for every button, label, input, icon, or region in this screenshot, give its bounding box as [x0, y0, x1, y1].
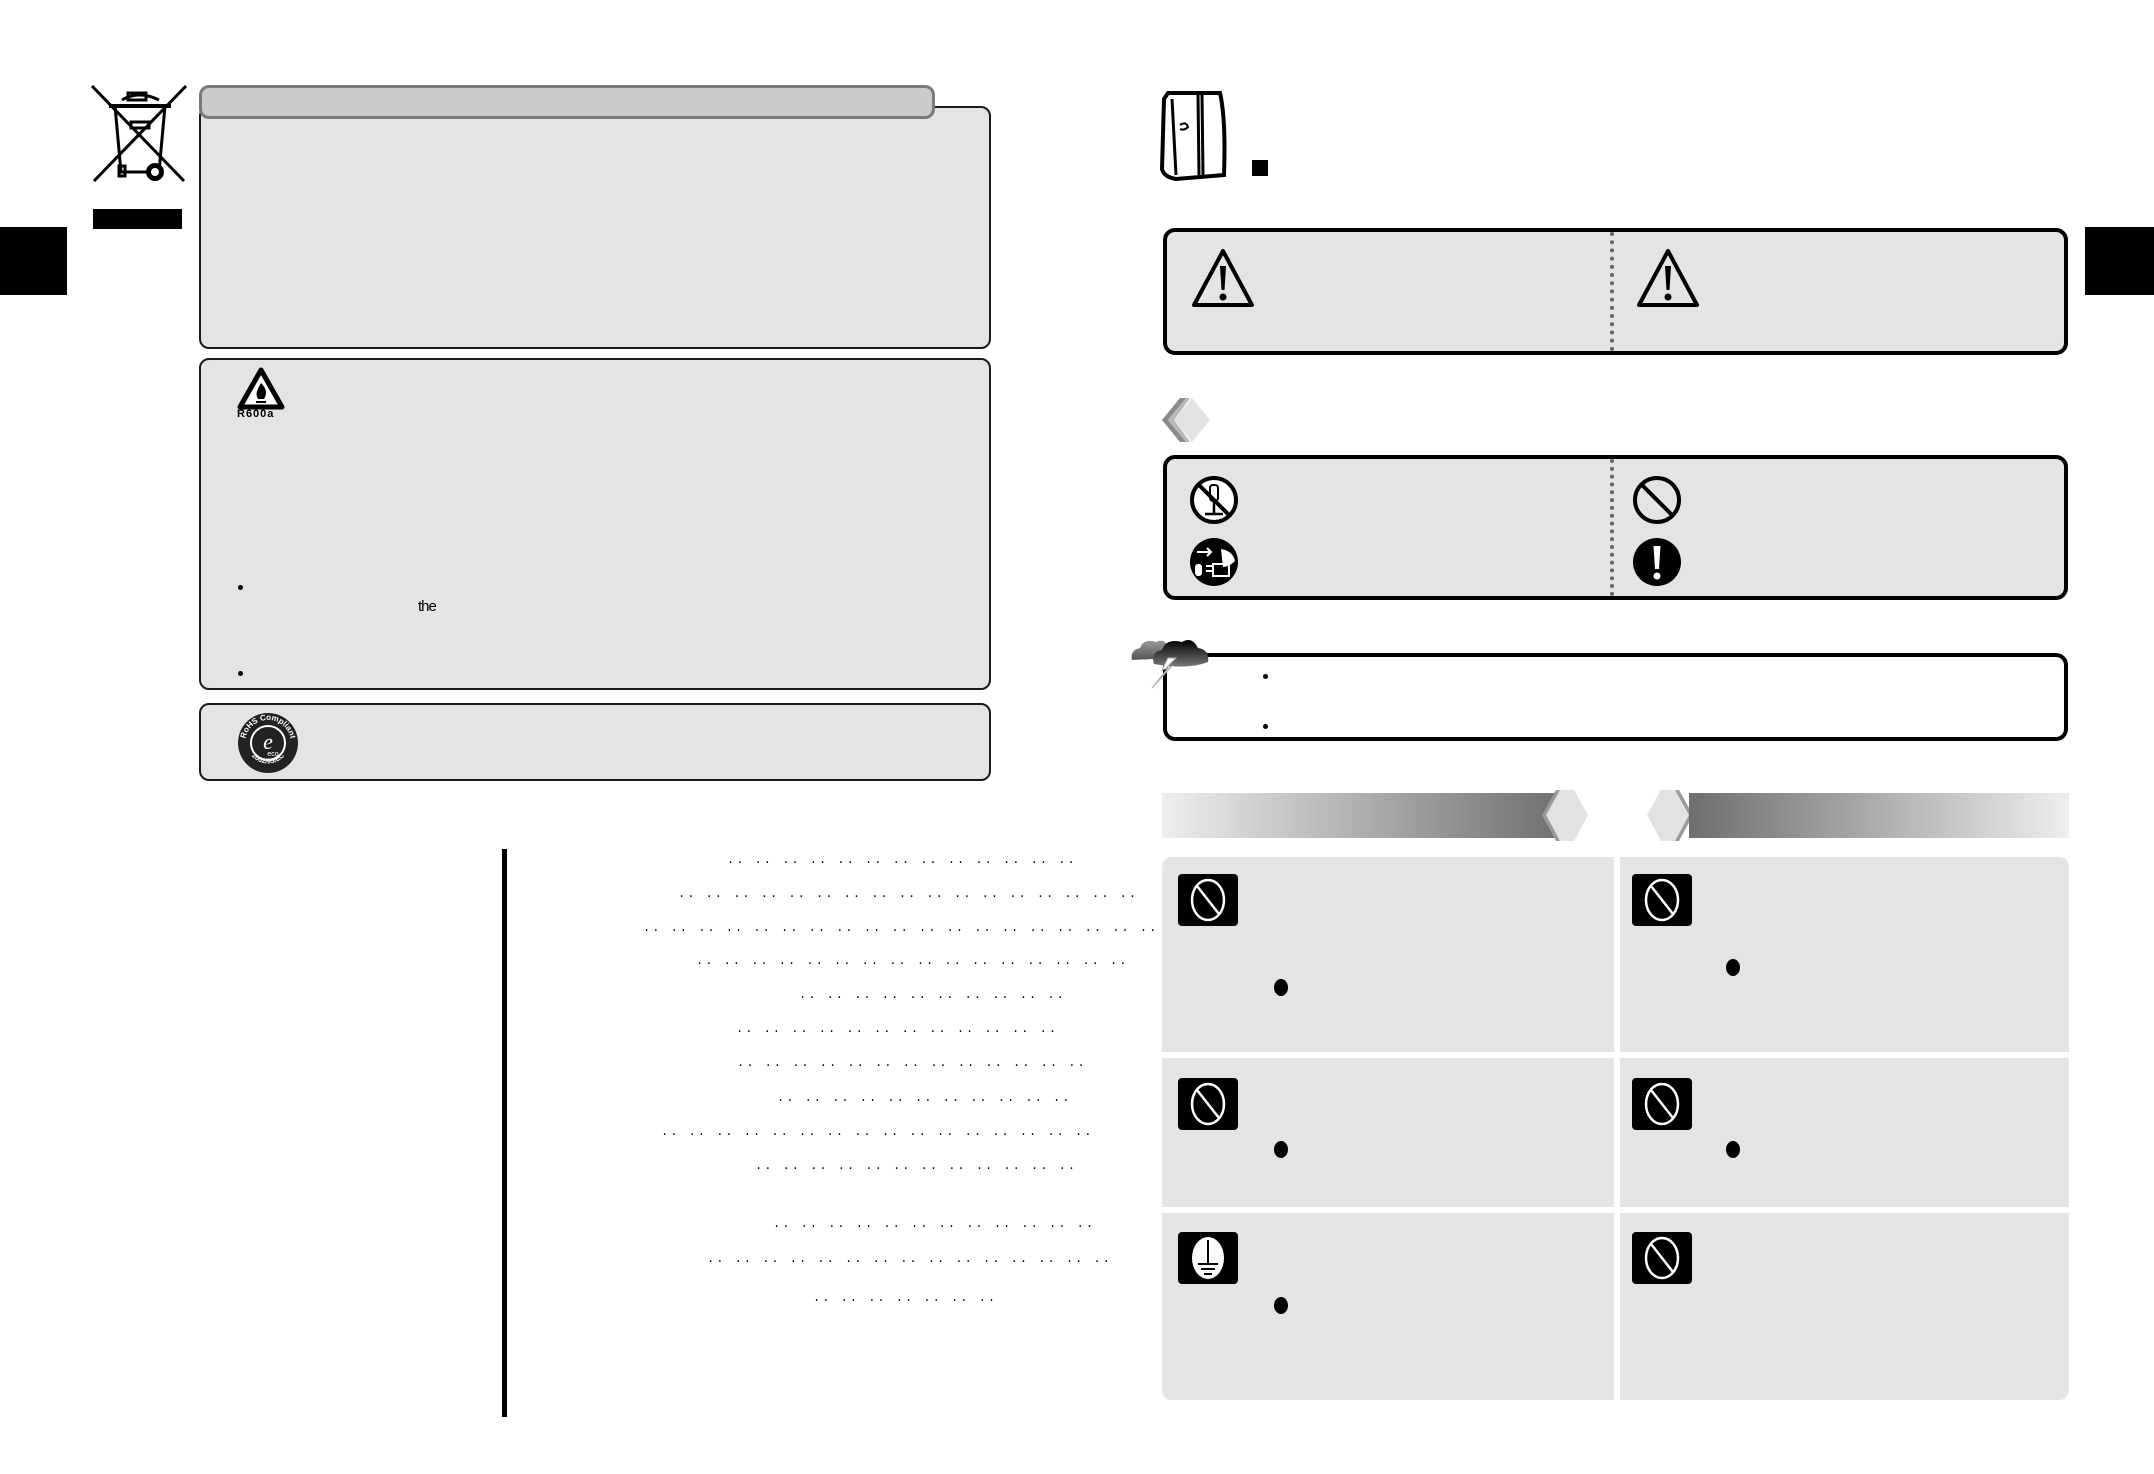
toc-leader: .. .. .. .. .. .. .. .. .. .. .. ..	[736, 1022, 1059, 1036]
contents-divider-line	[502, 849, 507, 1417]
column-divider	[1610, 459, 1614, 596]
storm-cloud-lightning-icon	[1128, 630, 1214, 690]
svg-text:e: e	[263, 729, 273, 754]
right-section-tab	[2085, 227, 2154, 295]
svg-text:eco: eco	[267, 751, 278, 758]
disposal-header-bar	[199, 85, 935, 119]
grid-cell	[1162, 857, 1614, 1052]
toc-leader: .. .. .. .. .. .. .. .. .. ..	[799, 988, 1066, 1002]
banner-diamond-icon	[1542, 790, 1594, 841]
prohibited-icon	[1632, 1078, 1692, 1130]
grid-cell	[1162, 1213, 1614, 1400]
left-section-tab	[0, 227, 67, 295]
toc-leader: .. .. .. .. .. .. .. .. .. .. .. .. ..	[737, 1056, 1087, 1070]
diamond-marker-icon	[1160, 396, 1220, 444]
note-box	[1163, 653, 2068, 741]
disposal-info-box	[199, 106, 991, 349]
grid-cell	[1620, 1213, 2069, 1400]
fragment-text: the	[418, 598, 437, 615]
bullet-1	[1263, 674, 1268, 679]
weee-black-bar	[93, 209, 182, 229]
prohibited-icon	[1178, 874, 1238, 926]
toc-leader: .. .. .. .. .. .. .. .. .. .. .. .. .. .…	[696, 954, 1129, 968]
rohs-compliant-badge-icon: e eco RoHS Compliant 2002/95/EC	[237, 712, 299, 774]
grid-cell	[1620, 857, 2069, 1052]
side-by-side-refrigerator-icon	[1158, 89, 1234, 185]
bullet	[1274, 1141, 1288, 1158]
bullet	[1274, 979, 1288, 996]
rohs-box: e eco RoHS Compliant 2002/95/EC	[199, 703, 991, 781]
prohibited-icon	[1632, 1232, 1692, 1284]
column-divider	[1610, 232, 1614, 351]
bullet-2	[1263, 724, 1268, 729]
warning-caution-box	[1163, 228, 2068, 355]
crossed-out-wheelie-bin-icon	[89, 84, 189, 186]
toc-leader: .. .. .. .. .. .. .. .. .. .. .. ..	[773, 1217, 1096, 1231]
bullet-1	[238, 585, 243, 590]
caution-triangle-icon	[1634, 246, 1702, 310]
warning-triangle-icon	[1189, 246, 1257, 310]
toc-leader: .. .. .. .. .. .. .. .. .. .. .. .. ..	[727, 853, 1077, 867]
ground-earth-icon	[1178, 1232, 1238, 1284]
prohibited-icon	[1632, 475, 1682, 525]
toc-leader: .. .. .. .. .. .. .. .. .. .. .. .. .. .…	[678, 887, 1139, 901]
toc-leader: .. .. .. .. .. .. ..	[813, 1291, 998, 1305]
bullet	[1726, 959, 1740, 976]
refrigerant-warning-box: R600a the	[199, 358, 991, 690]
mandatory-exclamation-icon	[1632, 537, 1682, 587]
toc-leader: .. .. .. .. .. .. .. .. .. .. .. .. .. .…	[643, 921, 1159, 935]
prohibited-icon	[1632, 874, 1692, 926]
flammable-warning-icon	[237, 367, 285, 411]
toc-leader: .. .. .. .. .. .. .. .. .. .. ..	[777, 1091, 1072, 1105]
warning-banner	[1162, 793, 1565, 838]
bullet	[1726, 1141, 1740, 1158]
prohibited-icon	[1178, 1078, 1238, 1130]
toc-leader: .. .. .. .. .. .. .. .. .. .. .. .. .. .…	[661, 1125, 1094, 1139]
banner-diamond-icon	[1641, 790, 1693, 841]
do-not-disassemble-icon	[1189, 475, 1239, 525]
toc-leader: .. .. .. .. .. .. .. .. .. .. .. .. .. .…	[707, 1252, 1112, 1266]
square-bullet-marker	[1252, 160, 1268, 176]
safety-grid	[1162, 857, 2069, 1400]
bullet-2	[238, 671, 243, 676]
refrigerant-label: R600a	[237, 408, 275, 420]
bullet	[1274, 1297, 1288, 1314]
caution-banner	[1689, 793, 2069, 838]
grid-cell	[1162, 1058, 1614, 1207]
unplug-power-icon	[1189, 537, 1239, 587]
grid-cell	[1620, 1058, 2069, 1207]
toc-leader: .. .. .. .. .. .. .. .. .. .. .. ..	[755, 1159, 1078, 1173]
symbols-legend-box	[1163, 455, 2068, 600]
